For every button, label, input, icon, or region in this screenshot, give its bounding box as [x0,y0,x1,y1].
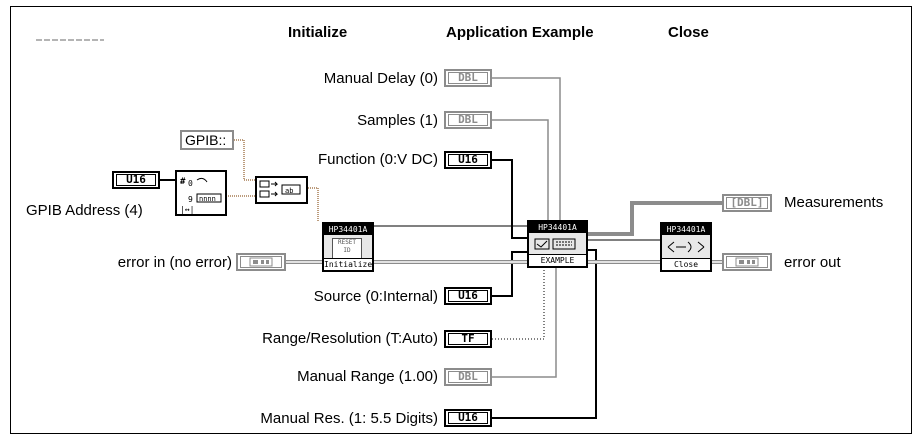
header-close: Close [668,24,709,41]
svg-text:0: 0 [188,179,193,188]
wire-function [492,159,527,239]
label-gpib-address: GPIB Address (4) [26,202,143,219]
terminal-range-resolution[interactable]: TF [444,330,492,348]
terminal-manual-range[interactable]: DBL [444,368,492,386]
svg-text:nnnn: nnnn [199,195,216,203]
label-error-out: error out [784,254,841,271]
terminal-source[interactable]: U16 [444,287,492,305]
svg-text:|↔|: |↔| [180,205,194,214]
wire-manual-range [492,266,557,378]
gpib-prefix-constant[interactable]: GPIB:: [180,130,234,150]
concatenate-strings-function[interactable]: ab [255,176,308,204]
wire-resource-string [308,187,319,222]
label-function: Function (0:V DC) [317,151,438,168]
label-range-resolution: Range/Resolution (T:Auto) [262,330,438,347]
vi-initialize[interactable]: HP34401A RESET ID Initialize [322,222,374,272]
label-error-in: error in (no error) [117,254,232,271]
terminal-samples[interactable]: DBL [444,111,492,129]
close-icon [667,241,705,253]
terminal-measurements[interactable]: [DBL] [722,194,772,212]
terminal-gpib-address[interactable]: U16 [112,171,160,189]
wire-manual-delay [492,77,561,220]
vi-example[interactable]: HP34401A EXAMPLE [527,220,588,268]
concatenate-icon: ab [259,180,301,198]
vi-example-footer: EXAMPLE [529,254,586,266]
measurement-icon [534,238,576,250]
label-measurements: Measurements [784,194,884,211]
vi-close-footer: Close [662,258,710,270]
terminal-manual-delay[interactable]: DBL [444,69,492,87]
header-application-example: Application Example [446,24,594,41]
cluster-icon [249,257,273,267]
terminal-manual-res[interactable]: U16 [444,409,492,427]
label-manual-range: Manual Range (1.00) [297,368,438,385]
wire-samples [492,119,549,220]
label-manual-res: Manual Res. (1: 5.5 Digits) [260,410,438,427]
label-samples: Samples (1) [357,112,438,129]
reset-id-icon: RESET ID [332,238,362,260]
wire-range-resolution [492,266,545,340]
wire-measurements [588,201,722,236]
terminal-function[interactable]: U16 [444,151,492,169]
terminal-error-in[interactable] [236,253,286,271]
terminal-error-out[interactable] [722,253,772,271]
vi-close-header: HP34401A [662,224,710,235]
label-manual-delay: Manual Delay (0) [323,70,438,87]
cluster-icon [735,257,759,267]
svg-text:#: # [180,177,186,187]
svg-text:ab: ab [285,187,293,195]
wire-source [492,251,527,297]
format-number-icon: # 0 9 nnnn |↔| [180,177,222,214]
number-to-string-function[interactable]: # 0 9 nnnn |↔| [175,170,227,216]
vi-initialize-header: HP34401A [324,224,372,235]
vi-close[interactable]: HP34401A Close [660,222,712,272]
vi-initialize-footer: Initialize [324,258,373,270]
label-source: Source (0:Internal) [313,288,438,305]
wire-gpib-prefix [234,139,255,181]
wire-manual-res [492,249,597,419]
vi-example-header: HP34401A [529,222,586,233]
svg-text:9: 9 [188,195,193,204]
header-initialize: Initialize [288,24,348,41]
